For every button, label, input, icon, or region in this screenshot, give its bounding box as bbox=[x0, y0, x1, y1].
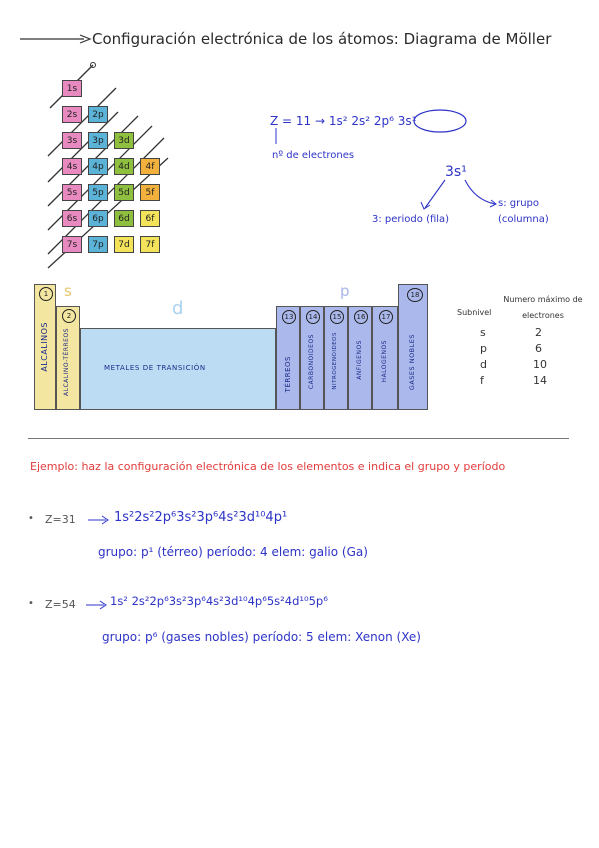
orbital-7p: 7p bbox=[88, 236, 108, 253]
group-14-number: 14 bbox=[306, 310, 320, 324]
grupo-note: s: grupo (columna) bbox=[498, 198, 549, 225]
example-heading: Ejemplo: haz la configuración electrónic… bbox=[30, 460, 506, 473]
orbital-4d: 4d bbox=[114, 158, 134, 175]
orbital-5d: 5d bbox=[114, 184, 134, 201]
page-title: Configuración electrónica de los átomos:… bbox=[92, 30, 552, 48]
orbital-2p: 2p bbox=[88, 106, 108, 123]
example-2-answer: grupo: p⁶ (gases nobles) período: 5 elem… bbox=[102, 630, 421, 644]
nitrogenoideos-label: NITROGENOIDEOS bbox=[332, 332, 338, 390]
subnivel-header: Subnivel bbox=[457, 308, 492, 317]
example-2-config: 1s² 2s²2p⁶3s²3p⁶4s²3d¹⁰4p⁶5s²4d¹⁰5p⁶ bbox=[110, 594, 328, 608]
periodo-note: 3: periodo (fila) bbox=[372, 214, 450, 225]
group-18 bbox=[398, 284, 428, 410]
orbital-3d: 3d bbox=[114, 132, 134, 149]
alcalinos-label: ALCALINOS bbox=[40, 322, 49, 372]
sub-p: p bbox=[480, 342, 487, 355]
orbital-7d: 7d bbox=[114, 236, 134, 253]
orbital-7f: 7f bbox=[140, 236, 160, 253]
moller-diagram: 1s 2s 2p 3s 3p 3d 4s 4p 4d 4f 5s 5p 5d 5… bbox=[40, 60, 180, 270]
terreos-label: TÉRREOS bbox=[284, 356, 292, 393]
example-1-answer: grupo: p¹ (térreo) período: 4 elem: gali… bbox=[98, 545, 368, 559]
orbital-3p: 3p bbox=[88, 132, 108, 149]
gases-nobles-label: GASES NOBLES bbox=[408, 334, 416, 391]
max-p: 6 bbox=[535, 342, 542, 355]
group-2-number: 2 bbox=[62, 309, 76, 323]
group-18-number: 18 bbox=[407, 288, 423, 302]
orbital-5p: 5p bbox=[88, 184, 108, 201]
orbital-2s: 2s bbox=[62, 106, 82, 123]
orbital-6d: 6d bbox=[114, 210, 134, 227]
orbital-6f: 6f bbox=[140, 210, 160, 227]
example-2-arrow bbox=[86, 600, 107, 610]
periodic-table-sketch: 1 ALCALINOS 2 ALCALINO-TÉRREOS s d METAL… bbox=[34, 282, 434, 412]
electron-count-label: nº de electrones bbox=[272, 150, 355, 161]
orbital-4p: 4p bbox=[88, 158, 108, 175]
bullet-1: • bbox=[28, 513, 34, 524]
transition-metals-block bbox=[80, 328, 276, 410]
group-13-number: 13 bbox=[282, 310, 296, 324]
example-1-arrow bbox=[88, 515, 109, 525]
example-1-z: Z=31 bbox=[45, 513, 76, 526]
orbital-4s: 4s bbox=[62, 158, 82, 175]
alcalinoterreos-label: ALCALINO-TÉRREOS bbox=[63, 328, 70, 396]
max-d: 10 bbox=[533, 358, 547, 371]
orbital-5f: 5f bbox=[140, 184, 160, 201]
group-15-number: 15 bbox=[330, 310, 344, 324]
orbital-3s: 3s bbox=[62, 132, 82, 149]
block-p-label: p bbox=[340, 282, 350, 300]
transicion-label: METALES DE TRANSICIÓN bbox=[104, 364, 206, 372]
sub-d: d bbox=[480, 358, 487, 371]
block-s-label: s bbox=[64, 282, 72, 300]
divider bbox=[28, 438, 569, 439]
block-d-label: d bbox=[172, 298, 184, 319]
group-2-alcalinoterreos bbox=[56, 306, 80, 410]
orbital-5s: 5s bbox=[62, 184, 82, 201]
title-arrow bbox=[20, 34, 92, 44]
term-3s1: 3s¹ bbox=[445, 164, 467, 180]
example-1-config: 1s²2s²2p⁶3s²3p⁶4s²3d¹⁰4p¹ bbox=[114, 510, 288, 525]
sub-s: s bbox=[480, 326, 486, 339]
sub-f: f bbox=[480, 374, 484, 387]
max-f: 14 bbox=[533, 374, 547, 387]
group-1-number: 1 bbox=[39, 287, 53, 301]
orbital-4f: 4f bbox=[140, 158, 160, 175]
example-2-z: Z=54 bbox=[45, 598, 76, 611]
circle-highlight bbox=[413, 109, 467, 133]
max-s: 2 bbox=[535, 326, 542, 339]
orbital-7s: 7s bbox=[62, 236, 82, 253]
orbital-6s: 6s bbox=[62, 210, 82, 227]
z11-config: Z = 11 → 1s² 2s² 2p⁶ 3s¹ bbox=[270, 114, 417, 128]
halogenos-label: HALÓGENOS bbox=[381, 340, 388, 383]
group-16-number: 16 bbox=[354, 310, 368, 324]
carbonoideos-label: CARBONOIDEOS bbox=[308, 334, 315, 390]
group-1-alcalinos bbox=[34, 284, 56, 410]
down-arrow-icon bbox=[275, 128, 277, 144]
orbital-6p: 6p bbox=[88, 210, 108, 227]
bullet-2: • bbox=[28, 598, 34, 609]
branch-arrows bbox=[420, 179, 497, 210]
max-header: Numero máximo de electrones bbox=[503, 295, 583, 320]
group-17-number: 17 bbox=[379, 310, 393, 324]
orbital-1s: 1s bbox=[62, 80, 82, 97]
anfigenos-label: ANFÍGENOS bbox=[356, 340, 363, 380]
